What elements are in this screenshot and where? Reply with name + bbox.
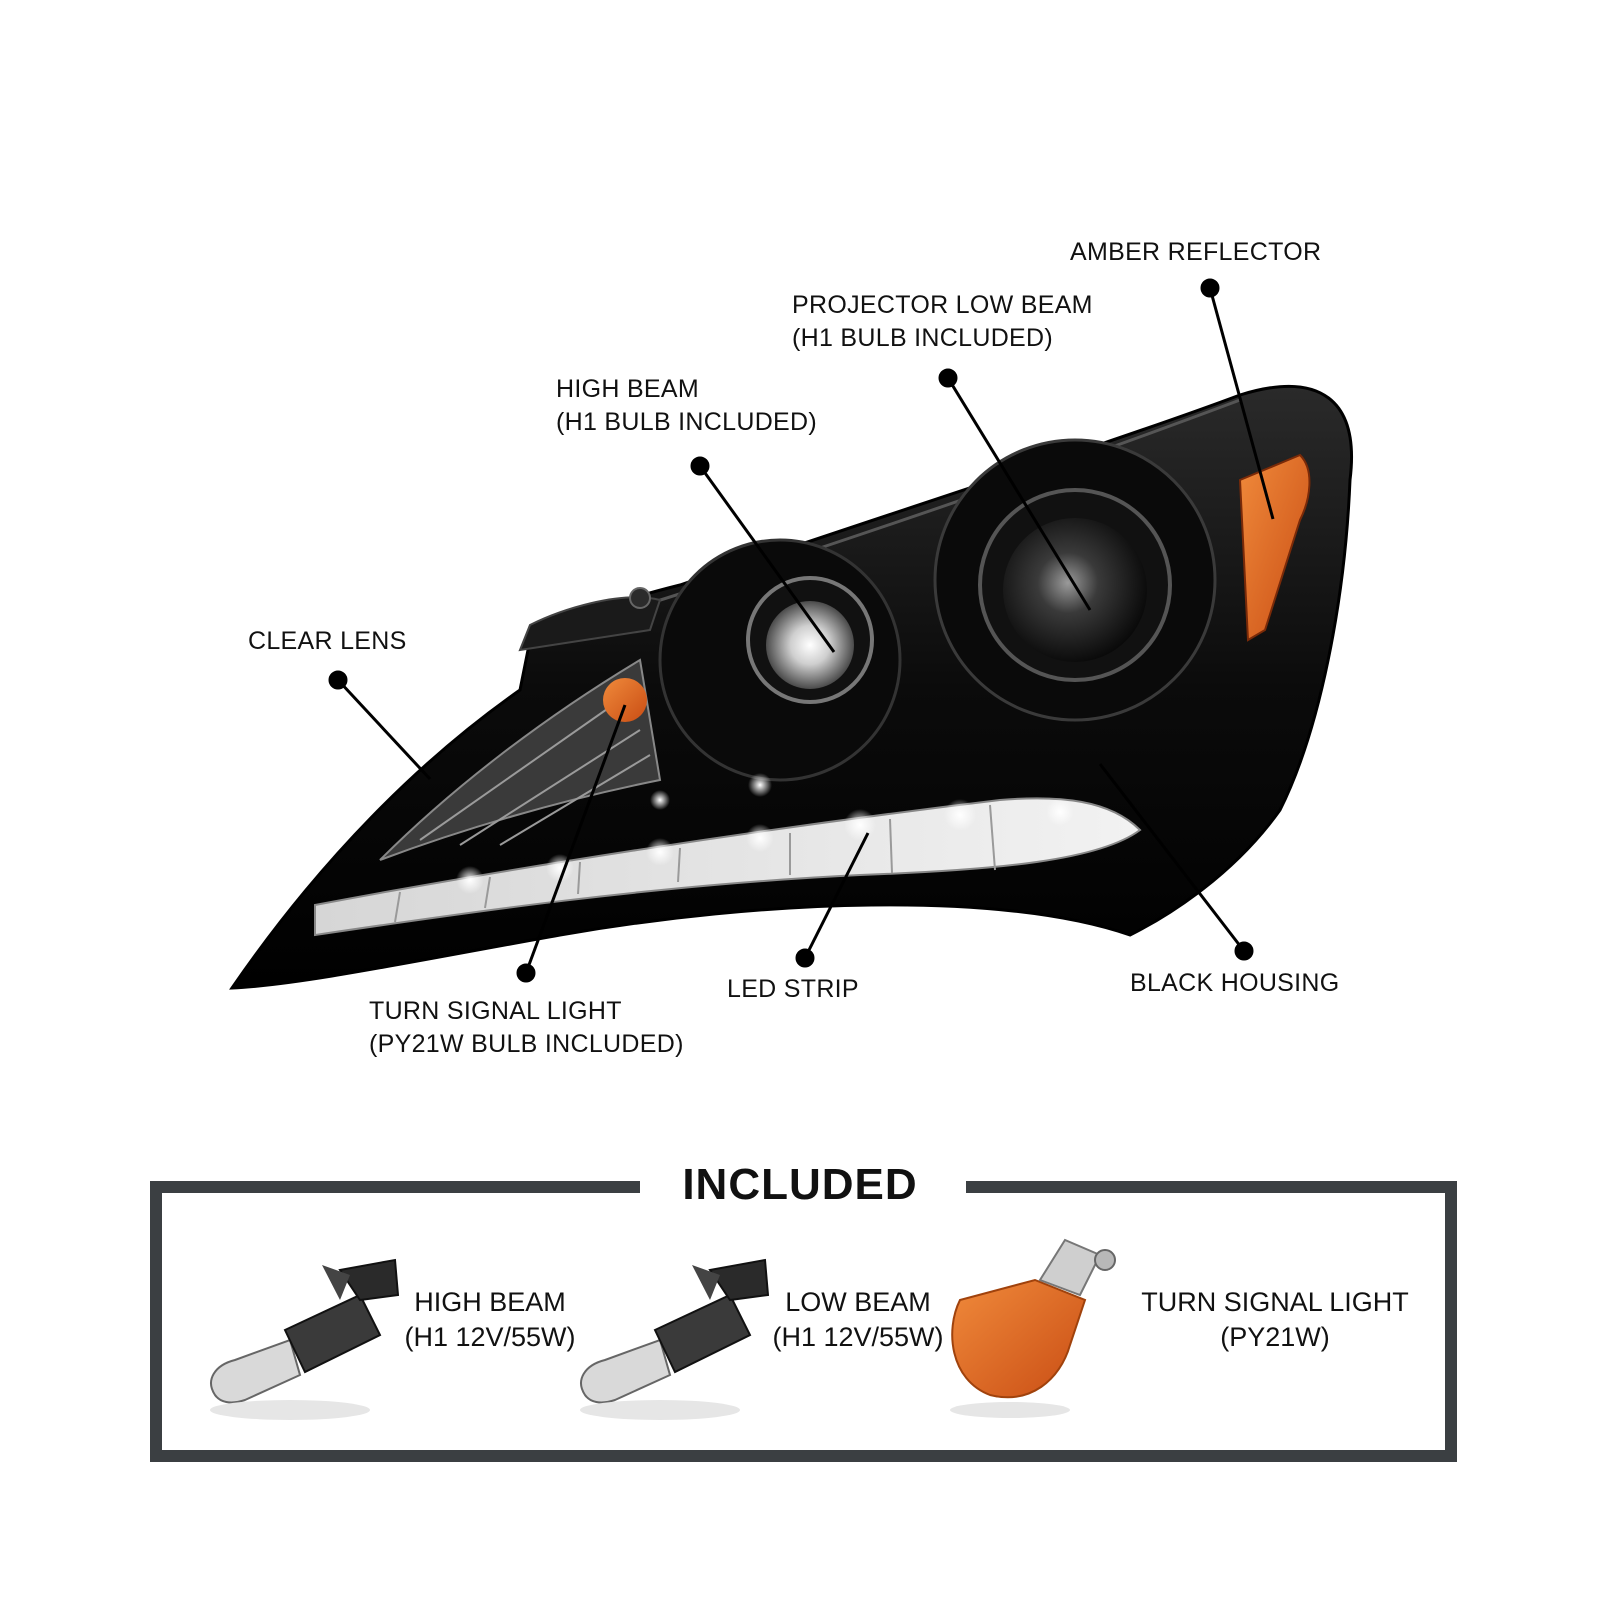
included-item-low-beam-line1: LOW BEAM <box>785 1287 931 1317</box>
callout-high-beam: HIGH BEAM (H1 BULB INCLUDED) <box>556 373 817 439</box>
mounting-tab <box>518 596 662 652</box>
callout-high-beam-line1: HIGH BEAM <box>556 375 699 403</box>
turn-signal-bulb <box>603 678 647 722</box>
mount-bolt <box>629 587 651 609</box>
projector-lens <box>1003 518 1147 662</box>
included-item-turn-signal-line2: (PY21W) <box>1220 1322 1330 1352</box>
callout-high-beam-line2: (H1 BULB INCLUDED) <box>556 408 818 436</box>
included-item-high-beam: HIGH BEAM (H1 12V/55W) <box>390 1285 590 1355</box>
h1-bulb-low-beam <box>580 1258 770 1420</box>
led-segments <box>394 804 996 923</box>
dot-led-strip <box>795 948 815 968</box>
py21w-bulb <box>950 1238 1116 1418</box>
callout-turn-signal: TURN SIGNAL LIGHT (PY21W BULB INCLUDED) <box>369 995 684 1061</box>
chrome-corner <box>379 658 662 861</box>
high-beam-bulb <box>766 601 854 689</box>
included-item-turn-signal: TURN SIGNAL LIGHT (PY21W) <box>1125 1285 1425 1355</box>
dot-turn-signal <box>516 963 536 983</box>
callout-projector-low-beam-line2: (H1 BULB INCLUDED) <box>792 324 1054 352</box>
included-item-turn-signal-line1: TURN SIGNAL LIGHT <box>1141 1287 1409 1317</box>
callout-projector-low-beam: PROJECTOR LOW BEAM (H1 BULB INCLUDED) <box>792 289 1093 355</box>
callout-turn-signal-line1: TURN SIGNAL LIGHT <box>369 997 622 1025</box>
included-item-low-beam: LOW BEAM (H1 12V/55W) <box>758 1285 958 1355</box>
callout-turn-signal-line2: (PY21W BULB INCLUDED) <box>369 1030 684 1058</box>
callout-black-housing: BLACK HOUSING <box>1130 969 1340 997</box>
dot-clear-lens <box>328 670 348 690</box>
dot-projector-low-beam <box>938 368 958 388</box>
dot-high-beam <box>690 456 710 476</box>
dot-amber-reflector <box>1200 278 1220 298</box>
callout-projector-low-beam-line1: PROJECTOR LOW BEAM <box>792 291 1093 319</box>
dot-black-housing <box>1234 941 1254 961</box>
callout-led-strip: LED STRIP <box>727 975 859 1003</box>
h1-bulb-high-beam <box>210 1258 400 1420</box>
callout-clear-lens: CLEAR LENS <box>248 627 407 655</box>
callout-amber-reflector: AMBER REFLECTOR <box>1070 238 1322 266</box>
included-frame <box>150 1181 1457 1462</box>
amber-reflector-shape <box>1238 453 1311 642</box>
included-item-high-beam-line2: (H1 12V/55W) <box>404 1322 576 1352</box>
leader-lines <box>328 278 1275 983</box>
included-title: INCLUDED <box>682 1160 918 1209</box>
included-item-low-beam-line2: (H1 12V/55W) <box>772 1322 944 1352</box>
included-item-high-beam-line1: HIGH BEAM <box>414 1287 566 1317</box>
